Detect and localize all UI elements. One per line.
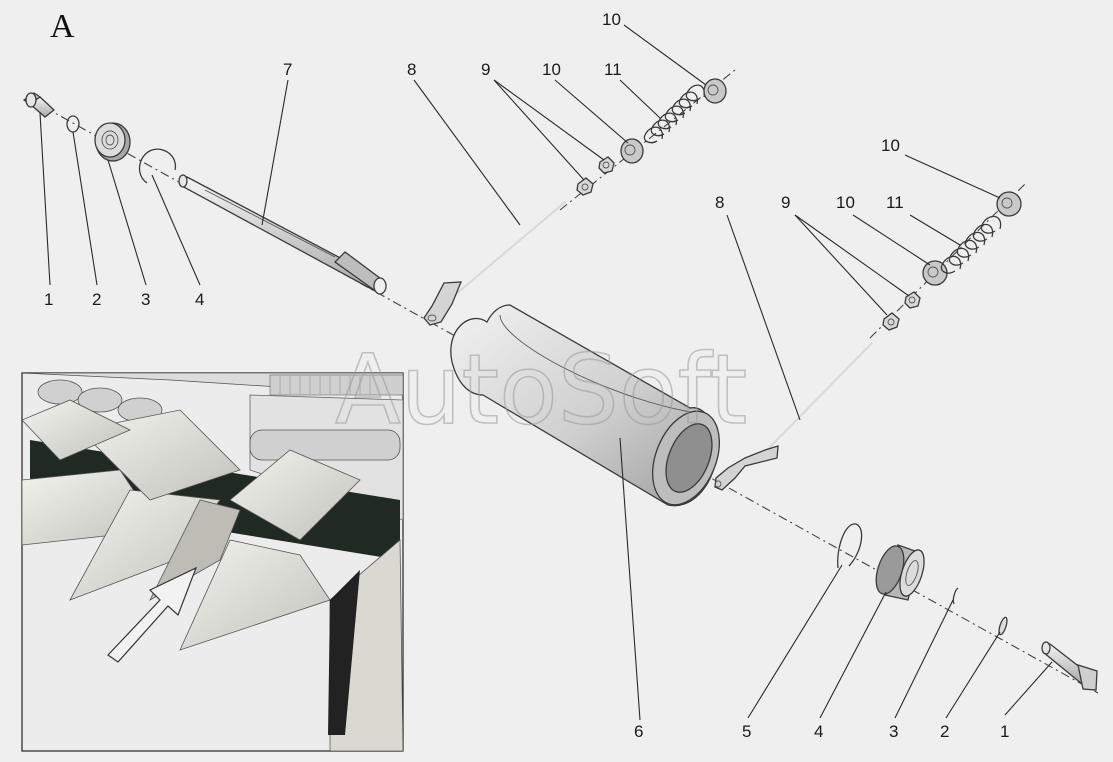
snap-ring-lower <box>837 523 863 569</box>
callout-10-right: 10 <box>836 193 855 212</box>
bearing-upper <box>94 122 131 162</box>
inset-view <box>21 372 404 752</box>
callout-11-upper: 11 <box>604 60 622 79</box>
nuts-upper <box>576 156 615 196</box>
tension-rod-upper <box>423 201 566 326</box>
roller-tube <box>450 304 720 507</box>
callout-6: 6 <box>634 722 643 741</box>
washer-upper <box>66 115 80 133</box>
callout-3-bottom: 3 <box>889 722 898 741</box>
bearing-lower <box>875 544 925 601</box>
washer-cup-right <box>922 260 948 286</box>
nuts-right <box>882 291 921 331</box>
view-label: A <box>50 8 75 45</box>
callout-1-top: 1 <box>44 290 53 309</box>
callout-11-right: 11 <box>886 193 904 212</box>
callout-10-top: 10 <box>602 10 621 29</box>
bolt-lower <box>1041 641 1098 691</box>
shaft <box>178 174 387 295</box>
callout-4-top: 4 <box>195 290 204 309</box>
callout-8-right: 8 <box>715 193 724 212</box>
snap-ring-upper <box>138 148 177 184</box>
spring-right <box>940 215 1002 274</box>
callout-5: 5 <box>742 722 751 741</box>
callout-8-upper: 8 <box>407 60 416 79</box>
washer-cup-upper <box>620 138 644 164</box>
spring-cup-right-top <box>996 191 1022 217</box>
callout-2-top: 2 <box>92 290 101 309</box>
callout-9-right: 9 <box>781 193 790 212</box>
washer-thin-lower <box>952 587 959 605</box>
callout-1-bottom: 1 <box>1000 722 1009 741</box>
washer-lower <box>998 616 1008 636</box>
tension-rod-right <box>714 342 873 491</box>
callout-7: 7 <box>283 60 292 79</box>
callout-numbers: 1 2 3 4 7 8 9 10 11 10 8 9 10 11 10 6 5 … <box>44 10 1009 741</box>
spring-cup-upper-top <box>703 78 727 104</box>
callout-10-upper: 10 <box>542 60 561 79</box>
watermark-logo: AutoSoft <box>335 334 747 446</box>
leader-lines <box>39 24 1053 721</box>
callout-2-bottom: 2 <box>940 722 949 741</box>
bolt-upper <box>22 92 56 118</box>
callout-10-right-top: 10 <box>881 136 900 155</box>
spring-upper <box>643 84 706 144</box>
callout-4-bottom: 4 <box>814 722 823 741</box>
callout-9-upper: 9 <box>481 60 490 79</box>
callout-3-top: 3 <box>141 290 150 309</box>
